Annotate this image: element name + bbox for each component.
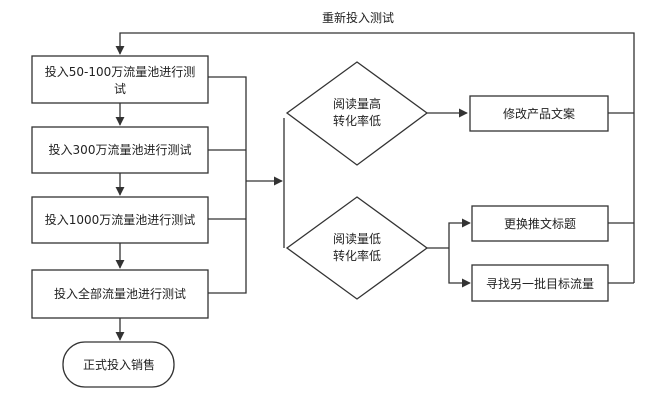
edge-retest-loop xyxy=(115,32,635,283)
decision-low-read-line2: 转化率低 xyxy=(333,248,381,263)
retest-label: 重新投入测试 xyxy=(322,10,394,25)
node-launch: 正式投入销售 xyxy=(62,341,175,388)
decision-high-read: 阅读量高 转化率低 xyxy=(285,61,429,166)
decision-low-read: 阅读量低 转化率低 xyxy=(285,196,429,300)
node-pool-all: 投入全部流量池进行测试 xyxy=(31,269,209,319)
node-edit-copy-label: 修改产品文案 xyxy=(503,106,575,121)
node-change-title-label: 更换推文标题 xyxy=(504,216,576,231)
edge-bus-to-traffic xyxy=(448,248,471,288)
node-pool-1000: 投入1000万流量池进行测试 xyxy=(31,196,209,244)
node-pool-50-100-line1: 投入50-100万流量池进行测 xyxy=(45,64,196,79)
node-pool-50-100-line2: 试 xyxy=(114,81,126,96)
node-pool-1000-label: 投入1000万流量池进行测试 xyxy=(45,212,196,227)
node-find-traffic: 寻找另一批目标流量 xyxy=(471,264,609,302)
node-pool-300-label: 投入300万流量池进行测试 xyxy=(49,142,192,157)
node-pool-300: 投入300万流量池进行测试 xyxy=(31,126,209,174)
node-launch-label: 正式投入销售 xyxy=(83,357,155,372)
decision-high-read-line2: 转化率低 xyxy=(333,113,381,128)
decision-high-read-line1: 阅读量高 xyxy=(333,96,381,111)
node-edit-copy: 修改产品文案 xyxy=(469,95,609,132)
merge-from-50 xyxy=(208,76,247,294)
edge-bus-to-title xyxy=(448,218,471,248)
decision-low-read-line1: 阅读量低 xyxy=(333,232,381,246)
node-find-traffic-label: 寻找另一批目标流量 xyxy=(486,276,594,291)
node-change-title: 更换推文标题 xyxy=(471,205,609,242)
node-pool-all-label: 投入全部流量池进行测试 xyxy=(54,286,186,301)
node-pool-50-100: 投入50-100万流量池进行测 试 xyxy=(31,55,209,104)
